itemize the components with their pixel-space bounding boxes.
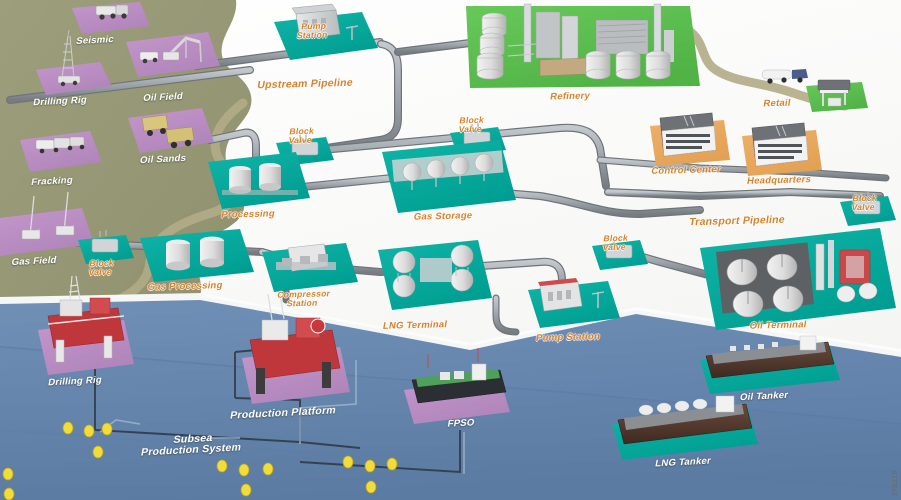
label-seismic: Seismic	[75, 34, 115, 47]
node-processing[interactable]	[208, 152, 310, 209]
label-gas-field: Gas Field	[10, 254, 58, 269]
lng-tanker-icon	[617, 395, 753, 445]
node-block-valve-5[interactable]	[840, 192, 896, 226]
label-lng-tanker: LNG Tanker	[654, 455, 712, 470]
label-control-center: Control Center	[650, 164, 722, 177]
production-platform-icon	[249, 293, 341, 394]
pump-skid-icon	[538, 278, 583, 312]
pipeline-pump2-shore	[492, 294, 520, 336]
subsea-wellheads	[2, 421, 398, 500]
label-drilling-rig-sea: Drilling Rig	[47, 374, 103, 389]
tanker-truck-icon	[761, 69, 808, 84]
label-oil-sands: Oil Sands	[139, 152, 188, 167]
pipeline-gasstorage-east	[466, 186, 704, 218]
node-oil-sands[interactable]	[128, 108, 214, 153]
node-block-valve-4[interactable]	[592, 236, 648, 270]
label-oil-tanker: Oil Tanker	[738, 389, 790, 404]
node-lng-tanker[interactable]	[612, 395, 758, 460]
seismic-truck	[95, 4, 129, 20]
fpso-vessel-icon	[411, 348, 507, 404]
label-block-valve-4: Block Valve	[601, 232, 629, 253]
node-production-platform[interactable]	[242, 293, 350, 404]
label-refinery: Refinery	[549, 90, 591, 103]
label-subsea-production: Subsea Production System	[139, 432, 243, 459]
label-compressor-station: Compressor Station	[276, 288, 332, 309]
figure-id: 376215	[892, 469, 899, 496]
pump-building-icon	[291, 3, 341, 40]
pipeline-mid-horizontal	[296, 123, 610, 190]
label-retail: Retail	[762, 97, 792, 110]
node-headquarters[interactable]	[742, 122, 822, 176]
label-processing: Processing	[220, 208, 276, 221]
control-center-building-icon	[659, 112, 717, 157]
refinery-icon	[476, 3, 674, 80]
label-headquarters: Headquarters	[746, 174, 812, 187]
node-gas-storage[interactable]	[382, 140, 516, 213]
node-oil-field[interactable]	[126, 32, 220, 77]
pumpjack-icon	[139, 36, 202, 64]
label-pump-station-2: Pump Station	[535, 331, 601, 344]
label-transport-pipeline: Transport Pipeline	[688, 213, 786, 229]
terminal-jetty-icon	[815, 240, 878, 303]
label-production-platform: Production Platform	[229, 404, 338, 422]
label-pump-station-top: Pump Station	[296, 20, 329, 41]
label-oil-terminal: Oil Terminal	[748, 319, 808, 332]
gas-station-icon	[817, 79, 851, 107]
node-block-valve-3[interactable]	[78, 230, 134, 264]
node-oil-tanker[interactable]	[700, 335, 840, 394]
label-block-valve-2: Block Valve	[457, 114, 485, 135]
node-compressor-station[interactable]	[262, 243, 358, 292]
label-fracking: Fracking	[30, 174, 74, 189]
node-drilling-rig-sea[interactable]	[38, 275, 134, 375]
semisub-rig-icon	[47, 275, 125, 363]
pipeline-trunk-vertical	[296, 40, 402, 156]
label-gas-storage: Gas Storage	[412, 210, 474, 223]
label-block-valve-1: Block Valve	[287, 125, 315, 146]
compressor-icon	[276, 243, 336, 272]
node-drilling-rig-land[interactable]	[36, 29, 112, 95]
label-drilling-rig-land: Drilling Rig	[32, 94, 88, 109]
node-control-center[interactable]	[650, 112, 730, 166]
gas-proc-tanks-icon	[166, 236, 224, 271]
node-oil-terminal[interactable]	[700, 228, 896, 330]
label-upstream-pipeline: Upstream Pipeline	[256, 76, 354, 92]
node-pump-station-top[interactable]	[274, 3, 378, 60]
label-block-valve-3: Block Valve	[87, 257, 115, 278]
label-gas-processing: Gas Processing	[146, 280, 224, 293]
derrick-icon	[61, 29, 75, 79]
node-fpso[interactable]	[404, 348, 510, 424]
pipeline-upstream-lower	[6, 66, 254, 104]
haul-truck-icon	[141, 114, 195, 149]
lng-spheres-icon	[392, 244, 474, 298]
node-refinery[interactable]	[466, 3, 700, 88]
node-gas-field[interactable]	[0, 191, 94, 256]
node-fracking[interactable]	[20, 131, 102, 172]
node-lng-terminal[interactable]	[378, 240, 492, 310]
pipeline-oilsands-spur	[206, 128, 260, 182]
headquarters-building-icon	[751, 122, 809, 167]
oil-tanker-icon	[705, 335, 835, 379]
node-seismic[interactable]	[72, 2, 150, 34]
label-fpso: FPSO	[446, 417, 476, 430]
label-block-valve-5: Block Valve	[850, 192, 878, 213]
label-lng-terminal: LNG Terminal	[381, 319, 449, 332]
oil-tank-farm-icon	[716, 242, 814, 318]
spherical-tanks-icon	[392, 150, 504, 190]
frac-spread-icon	[35, 136, 85, 154]
label-oil-field: Oil Field	[142, 90, 184, 105]
node-pump-station-2[interactable]	[528, 278, 620, 328]
node-gas-processing[interactable]	[140, 229, 254, 282]
process-tanks-icon	[229, 163, 281, 194]
node-retail[interactable]	[761, 69, 868, 112]
